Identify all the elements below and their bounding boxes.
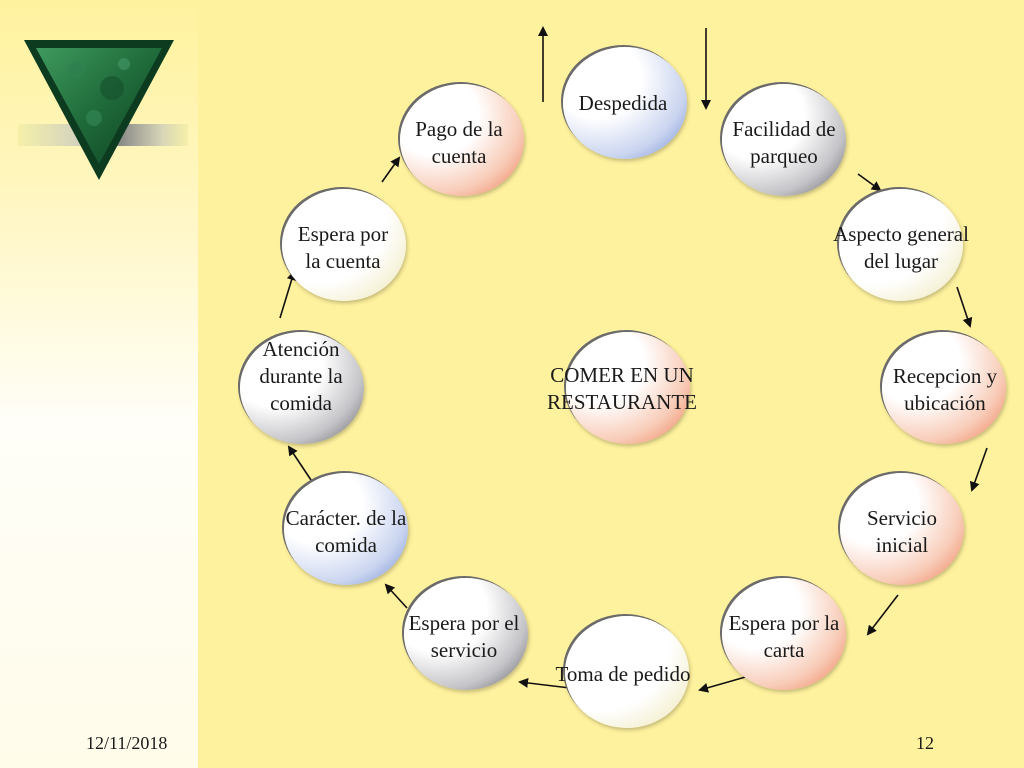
arrow-parqueo-aspecto xyxy=(857,173,882,192)
slide-date: 12/11/2018 xyxy=(86,733,168,753)
node-espera-servicio xyxy=(404,578,528,690)
node-caracter-comida-label: Carácter. de la comida xyxy=(285,506,407,557)
node-pago-cuenta-label: Pago de la cuenta xyxy=(415,117,503,168)
node-servicio-inicial xyxy=(840,473,964,585)
center-node-label: COMER EN UN RESTAURANTE xyxy=(547,363,697,414)
node-pago-cuenta xyxy=(400,84,524,196)
node-espera-carta xyxy=(722,578,846,690)
center-node xyxy=(566,332,690,444)
node-espera-carta-label: Espera por la carta xyxy=(728,611,840,662)
node-facilidad-parqueo-label: Facilidad de parqueo xyxy=(732,117,836,168)
node-caracter-comida xyxy=(284,473,408,585)
arrow-atencion-cuenta xyxy=(279,270,297,319)
node-toma-pedido xyxy=(565,616,689,728)
arrow-caracter-atencion xyxy=(287,445,312,481)
arrow-espera-caracter xyxy=(384,583,408,609)
node-facilidad-parqueo xyxy=(722,84,846,196)
node-atencion-comida xyxy=(240,332,364,444)
arrow-pedido-espera xyxy=(518,677,571,689)
arrow-cuenta-pago xyxy=(381,156,401,183)
slide-page-number: 12 xyxy=(916,733,934,753)
node-toma-pedido-label: Toma de pedido xyxy=(555,662,691,686)
arrow-servicio-carta xyxy=(866,594,899,636)
green-triangle-logo-icon xyxy=(24,40,174,180)
arrow-recepcion-servicio xyxy=(969,447,988,492)
node-espera-cuenta xyxy=(282,189,406,301)
node-despedida xyxy=(563,47,687,159)
node-atencion-comida-label: Atención durante la comida xyxy=(259,337,343,415)
node-espera-servicio-label: Espera por el servicio xyxy=(408,611,520,662)
arrow-aspecto-recepcion xyxy=(956,286,973,328)
node-recepcion xyxy=(882,332,1006,444)
node-aspecto-general-label: Aspecto general del lugar xyxy=(833,222,969,273)
node-servicio-inicial-label: Servicio inicial xyxy=(867,506,937,557)
node-recepcion-label: Recepcion y ubicación xyxy=(892,364,998,415)
node-despedida-label: Despedida xyxy=(578,91,668,115)
node-espera-cuenta-label: Espera por la cuenta xyxy=(297,222,389,273)
node-aspecto-general xyxy=(839,189,963,301)
